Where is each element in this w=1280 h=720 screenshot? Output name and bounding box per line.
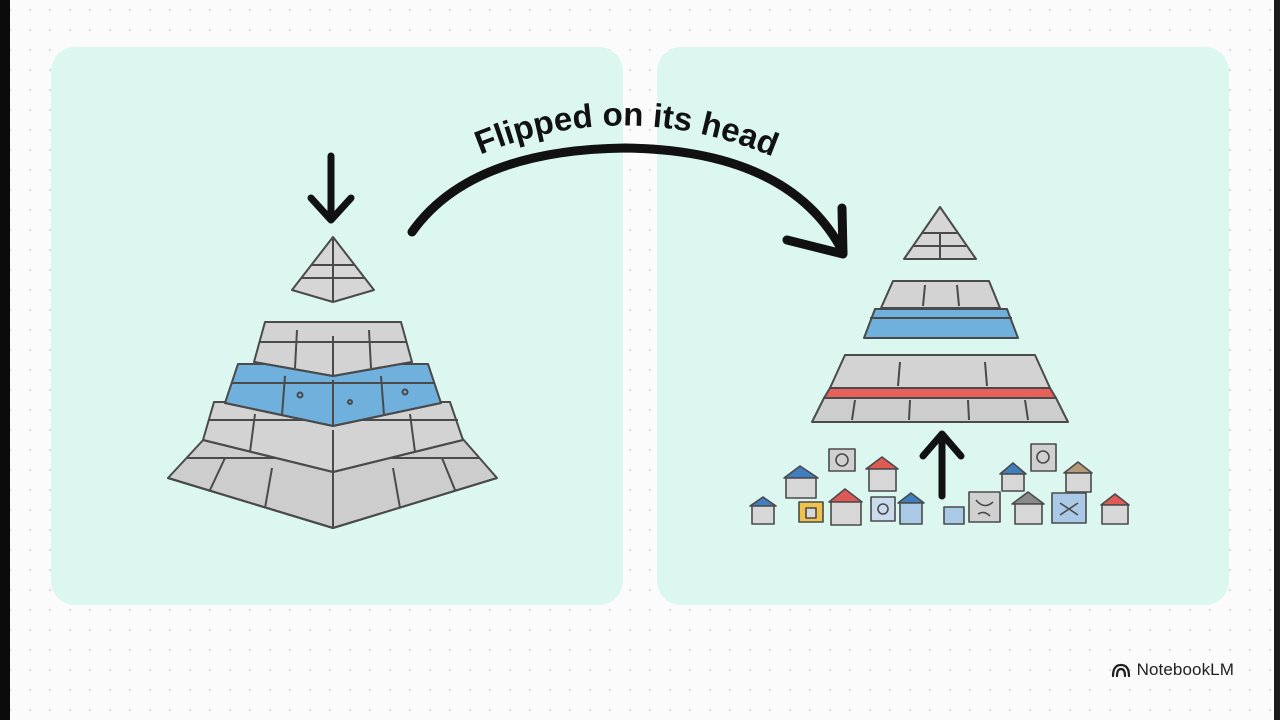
up-arrow <box>919 430 965 500</box>
notebooklm-logo-icon <box>1111 663 1130 678</box>
block-icon <box>1051 492 1087 524</box>
left-tier-upper <box>253 321 413 377</box>
grassroots-blocks <box>749 443 1130 526</box>
block-icon <box>870 496 896 522</box>
right-tier-base <box>811 397 1069 423</box>
left-capstone <box>291 236 375 303</box>
house-icon <box>897 492 925 525</box>
right-capstone <box>903 206 977 260</box>
brand: NotebookLM <box>1111 660 1234 680</box>
headline: Flipped on its head <box>469 95 783 163</box>
block-icon <box>1030 443 1057 472</box>
block-icon <box>968 491 1001 523</box>
house-icon <box>783 465 819 499</box>
right-pyramid <box>811 206 1069 423</box>
left-tier-base <box>167 437 498 529</box>
house-icon <box>1100 493 1130 525</box>
block-icon <box>828 448 856 472</box>
left-pyramid <box>167 236 498 529</box>
house-icon <box>828 488 863 526</box>
house-icon <box>1011 491 1045 525</box>
house-icon <box>999 462 1027 492</box>
flip-arrow <box>407 143 848 259</box>
house-icon <box>1063 461 1093 493</box>
block-icon <box>798 501 824 523</box>
house-icon <box>749 496 777 525</box>
house-icon <box>865 456 899 492</box>
block-icon <box>943 506 965 525</box>
right-edge-bar <box>1274 0 1280 720</box>
brand-name: NotebookLM <box>1136 660 1234 679</box>
right-tier-lower <box>829 354 1051 389</box>
left-tier-lower <box>202 401 464 473</box>
right-tier-top <box>880 280 1001 309</box>
down-arrow <box>307 152 355 224</box>
left-edge-bar <box>0 0 10 720</box>
right-tier-blue <box>863 308 1019 339</box>
right-tier-red <box>823 387 1057 399</box>
